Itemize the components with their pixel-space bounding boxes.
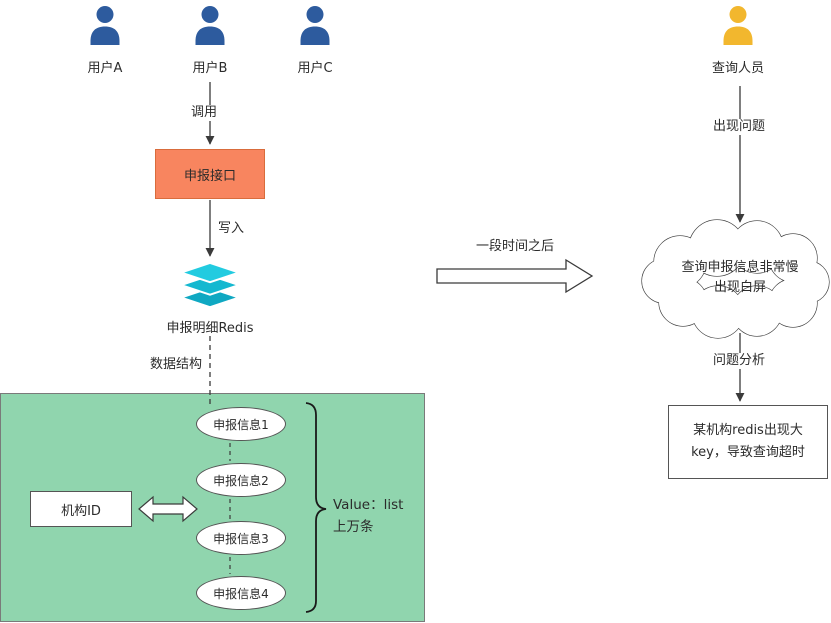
edge-call-label: 调用 <box>188 105 221 121</box>
edge-analysis-label: 问题分析 <box>710 353 769 369</box>
value-brace <box>305 402 327 613</box>
edge-data-structure-label: 数据结构 <box>147 357 206 373</box>
cloud-shape-fill <box>642 220 829 338</box>
user-a-label: 用户A <box>87 61 123 76</box>
api-box: 申报接口 <box>155 149 265 199</box>
cloud-text-line1: 查询申报信息非常慢 <box>681 260 799 275</box>
redis-database-icon <box>178 261 242 317</box>
value-annotation: Value：list 上万条 <box>333 494 403 539</box>
info-ellipse-3: 申报信息3 <box>196 521 286 555</box>
conclusion-label: 某机构redis出现大key，导致查询超时 <box>691 422 805 460</box>
after-time-label: 一段时间之后 <box>473 239 558 255</box>
cloud-text-line2: 出现白屏 <box>713 280 766 296</box>
redis-label: 申报明细Redis <box>166 321 254 336</box>
query-person-icon <box>721 5 755 45</box>
api-box-label: 申报接口 <box>183 168 236 184</box>
value-annotation-line2: 上万条 <box>333 519 374 536</box>
mapping-double-arrow <box>138 495 198 523</box>
user-a-icon <box>88 5 122 45</box>
info-ellipse-1: 申报信息1 <box>196 407 286 441</box>
user-c-label: 用户C <box>297 61 333 76</box>
info-ellipse-2: 申报信息2 <box>196 463 286 497</box>
user-c-icon <box>298 5 332 45</box>
user-b-icon <box>193 5 227 45</box>
info-ellipse-2-label: 申报信息2 <box>213 473 269 488</box>
org-id-box: 机构ID <box>30 491 132 527</box>
after-time-block-arrow <box>436 258 594 294</box>
conclusion-box: 某机构redis出现大key，导致查询超时 <box>668 405 828 479</box>
info-ellipse-3-label: 申报信息3 <box>213 531 269 546</box>
edge-write-label: 写入 <box>215 221 248 237</box>
cloud-text: 查询申报信息非常慢 出现白屏 <box>650 258 830 298</box>
edge-problem-label: 出现问题 <box>710 119 769 135</box>
query-person-label: 查询人员 <box>711 61 764 76</box>
value-annotation-line1: Value：list <box>333 497 404 513</box>
info-ellipse-4-label: 申报信息4 <box>213 586 269 601</box>
org-id-label: 机构ID <box>61 503 101 519</box>
info-ellipse-4: 申报信息4 <box>196 576 286 610</box>
user-b-label: 用户B <box>192 61 228 76</box>
info-ellipse-1-label: 申报信息1 <box>213 417 269 432</box>
